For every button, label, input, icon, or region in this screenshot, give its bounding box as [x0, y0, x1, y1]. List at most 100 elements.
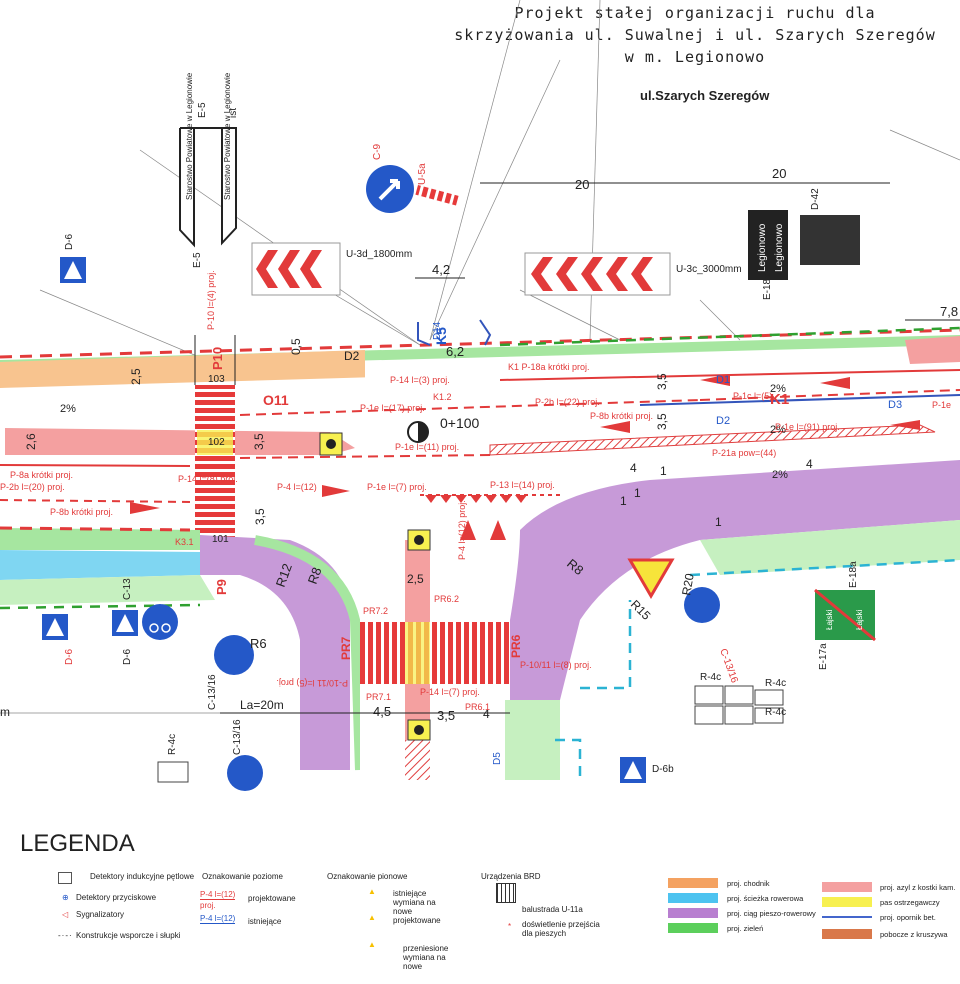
sign-e17a: Łajski Łajski [814, 588, 876, 642]
legend-detector-button: Detektory przyciskowe [76, 893, 157, 902]
slope-2: 2% [770, 383, 786, 395]
r4c-plates [157, 685, 784, 783]
pedestrian-bike-path-se [510, 460, 960, 700]
mark-p1e: P-1e l=(17) proj. [360, 403, 425, 413]
dim-6-2: 6,2 [446, 344, 464, 359]
label-k5: K5 [433, 327, 449, 345]
mark-p13: P-13 l=(14) proj. [490, 480, 555, 490]
dim-2-5: 2,5 [129, 368, 143, 385]
dim-la: La=20m [240, 698, 284, 712]
swatch-shoulder [822, 929, 872, 939]
crosswalk-south [360, 622, 510, 684]
node-101: 101 [212, 534, 229, 545]
vert-exist-icon: ▲ [368, 887, 376, 896]
street-label: ul.Szarych Szeregów [640, 88, 770, 103]
legend-signals: Sygnalizatory [76, 910, 125, 919]
label-pr7: PR7 [339, 636, 353, 660]
sign-d6-left [42, 587, 720, 791]
label-d1: D1 [716, 374, 730, 386]
mark-pr72: PR7.2 [363, 606, 388, 616]
mark-p4b: P-4 l=(12) [277, 482, 317, 492]
existing-lines [417, 319, 960, 406]
lighting-icon: * [508, 922, 512, 931]
plan-labels: ul.Szarych Szeregów E-5 ist E-5 C-9 U-5a… [0, 88, 958, 775]
label-d2: D2 [716, 415, 730, 427]
u5a-label: U-5a [417, 163, 428, 185]
signal-icon: ◁ [62, 910, 69, 919]
signal-heads [319, 421, 431, 741]
dim-3-5-b: 3,5 [655, 373, 669, 390]
project-title: Projekt stałej organizacji ruchu dla skr… [450, 2, 940, 68]
mark-p8b2: P-8b krótki proj. [50, 507, 113, 517]
label-d5: D5 [492, 752, 503, 765]
mark-p10a: P-10 l=(4) proj. [206, 270, 216, 330]
legend-h-proj-sample: P-4 l=(12) [200, 890, 236, 900]
sign-d6-top [60, 257, 86, 283]
label-o11: O11 [263, 392, 289, 408]
mark-p2b: P-2b l=(22) proj. [535, 397, 600, 407]
slope-3: 2% [770, 424, 786, 436]
dim-20b: 20 [772, 166, 786, 181]
intersection-plan: Starostwo Powiatowe w Legionowie Starost… [0, 0, 960, 791]
dim-1-a: 1 [660, 464, 667, 478]
label-d14: D14 [432, 321, 443, 340]
loop-detector-icon [58, 872, 72, 884]
mark-pr61: PR6.1 [465, 702, 490, 712]
dim-1-d: 1 [620, 494, 627, 508]
radius-r20: R20 [679, 572, 697, 596]
c1316-label-b: C-13/16 [232, 719, 243, 755]
green-area-sw [0, 575, 215, 605]
sidewalk-right-top [905, 336, 960, 364]
legend-h-exist-label: istniejące [248, 917, 282, 926]
e5-text-1: Starostwo Powiatowe w Legionowie [185, 72, 194, 200]
dim-3-5-a: 3,5 [252, 433, 266, 450]
mark-k12: K1.2 [433, 392, 452, 402]
mark-p8a: P-8a krótki proj. [10, 470, 73, 480]
mark-p21a: P-21a pow=(44) [712, 448, 776, 458]
legend-h-exist-sample: P-4 l=(12) [200, 914, 236, 924]
dim-4-2: 4,2 [432, 262, 450, 277]
title-line-3: w m. Legionowo [624, 48, 766, 66]
mark-k18a: K1 P-18a krótki proj. [508, 362, 590, 372]
dim-3-5-c: 3,5 [655, 413, 669, 430]
warning-strip-west [197, 430, 233, 455]
mark-p1e2: P-1e l=(11) proj. [395, 442, 459, 452]
label-p9: P9 [214, 579, 229, 595]
swatch-green [668, 923, 718, 933]
mark-p1e3: P-1e l=(7) proj. [367, 482, 427, 492]
d6-left-label: D-6 [64, 648, 75, 665]
radius-r15: R15 [628, 597, 654, 623]
c9-label: C-9 [372, 143, 383, 160]
dim-3-5-e: 3,5 [437, 708, 455, 723]
e5-label-ist: ist [228, 108, 239, 118]
radius-r8: R8 [305, 565, 325, 586]
bike-path-sw [0, 550, 200, 580]
support-icon: -·-· [58, 931, 73, 940]
legend-h-proj-sub: proj. [200, 901, 216, 910]
dim-4-5: 4,5 [373, 704, 391, 719]
mark-p14c: P-14 l=(7) proj. [420, 687, 480, 697]
mark-p1c: P-1c l=(5) [733, 391, 772, 401]
dimension-lines [194, 182, 960, 714]
e17a-label: E-17a [818, 643, 829, 670]
sign-a7 [627, 558, 675, 599]
node-103: 103 [208, 374, 225, 385]
e18a-label: E-18a [762, 273, 773, 300]
pedestrian-bike-path-sw [200, 535, 350, 770]
label-p10: P10 [210, 347, 225, 370]
label-pr6: PR6 [509, 634, 523, 658]
swatch-sidewalk-label: proj. chodnik [727, 879, 770, 888]
swatch-warning-label: pas ostrzegawczy [880, 898, 940, 907]
e5-label-b: E-5 [192, 252, 203, 268]
dim-1-c: 1 [715, 515, 722, 529]
radius-r6: R6 [250, 636, 267, 651]
legend-vertical-head: Oznakowanie pionowe [327, 872, 408, 881]
title-line-1: Projekt stałej organizacji ruchu dla [514, 4, 876, 22]
crosswalk-west [195, 385, 235, 545]
legionowo-b: Legionowo [774, 223, 785, 272]
e18a-b-label: E-18a [848, 561, 859, 588]
swatch-sidewalk [668, 878, 718, 888]
dim-0-5: 0,5 [289, 338, 303, 355]
bike-edges [555, 558, 960, 780]
swatch-bike [668, 893, 718, 903]
